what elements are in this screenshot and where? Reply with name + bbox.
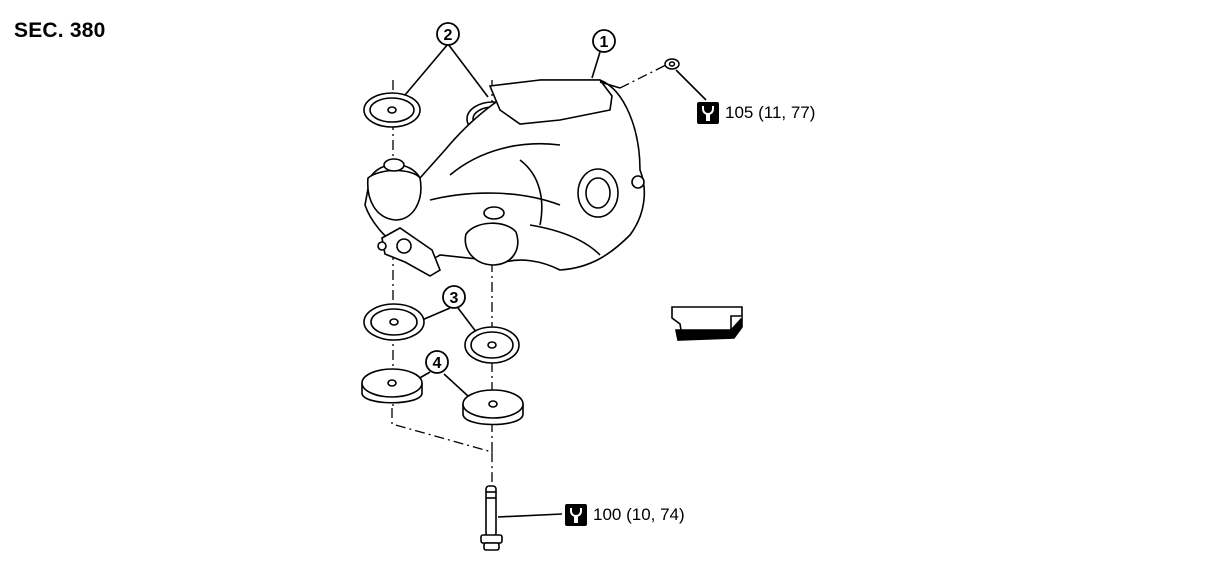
section-label: SEC. 380 (14, 19, 106, 42)
callout-3: 3 (442, 285, 466, 309)
svg-text:4: 4 (433, 355, 442, 372)
leader-line (675, 69, 707, 101)
leader-line (591, 51, 601, 79)
callout-2: 2 (436, 22, 460, 46)
leader-line (497, 513, 563, 518)
torque-spec-bolt: 100 (10, 74) (565, 504, 685, 526)
torque-value: 100 (10, 74) (593, 505, 685, 524)
callout-4: 4 (425, 350, 449, 374)
callout-1: 1 (592, 29, 616, 53)
lower-insulator (464, 326, 520, 364)
svg-text:1: 1 (600, 34, 609, 51)
torque-wrench-icon (565, 504, 587, 526)
stopper-washer (462, 389, 524, 426)
mounting-bolt (480, 485, 503, 551)
leader-line (404, 43, 449, 96)
upper-insulator (363, 92, 421, 128)
torque-wrench-icon (697, 102, 719, 124)
svg-text:3: 3 (450, 290, 459, 307)
rear-final-drive-assembly (364, 79, 646, 277)
stopper-washer (361, 368, 423, 404)
torque-value: 105 (11, 77) (725, 103, 816, 122)
front-direction-arrow (671, 306, 743, 341)
torque-spec-nut: 105 (11, 77) (697, 102, 815, 124)
leader-line (447, 43, 489, 98)
mounting-nut (664, 58, 680, 70)
leader-line (421, 307, 451, 321)
svg-text:2: 2 (444, 27, 453, 44)
leader-line (443, 373, 469, 397)
lower-insulator (363, 303, 425, 341)
